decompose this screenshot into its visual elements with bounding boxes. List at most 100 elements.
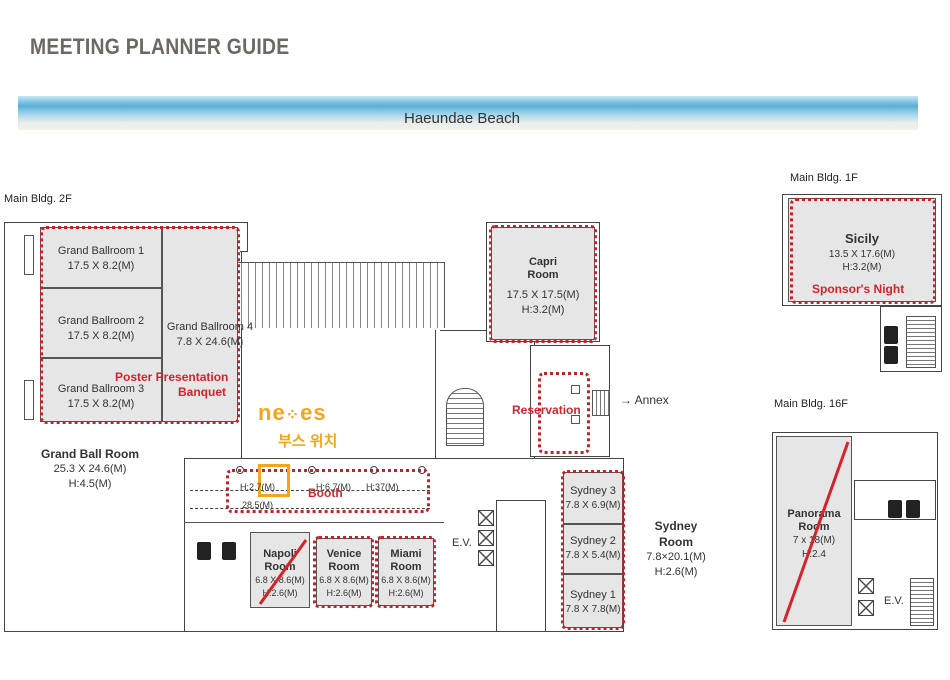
gb3-label: Grand Ballroom 3 17.5 X 8.2(M) bbox=[44, 382, 158, 412]
door-stub bbox=[24, 380, 34, 420]
sydney-1-label: Sydney 1 7.8 X 7.8(M) bbox=[563, 588, 623, 616]
gb1-size: 17.5 X 8.2(M) bbox=[67, 259, 135, 272]
kiosk bbox=[571, 385, 580, 394]
panorama-name-1: Panorama bbox=[787, 508, 841, 520]
sydney-size: 7.8×20.1(M) bbox=[646, 551, 706, 564]
miami-name-2: Room bbox=[390, 561, 422, 574]
height-left: H:2.7(M) bbox=[240, 482, 276, 492]
page-title: MEETING PLANNER GUIDE bbox=[30, 34, 290, 59]
logo-dots-icon: ⁘ bbox=[285, 407, 301, 424]
restroom-icon bbox=[222, 542, 236, 560]
arrow-right-icon: → bbox=[620, 393, 632, 407]
central-stairs bbox=[446, 388, 484, 446]
elevator-label-2f: E.V. bbox=[452, 537, 472, 549]
nepes-booth-marker[interactable] bbox=[258, 464, 290, 497]
sydney-name-2: Room bbox=[659, 535, 693, 550]
logo-part-1: ne bbox=[258, 400, 286, 425]
venice-name-1: Venice bbox=[326, 548, 362, 560]
sydney-highlight bbox=[561, 470, 625, 630]
venice-size: 6.8 X 8.6(M) bbox=[319, 575, 369, 586]
venice-name-2: Room bbox=[328, 561, 360, 574]
sicily-size: 13.5 X 17.6(M) bbox=[828, 248, 896, 260]
nepes-logo: ne⁘es bbox=[258, 400, 327, 426]
kiosk bbox=[571, 415, 580, 424]
elevator bbox=[478, 550, 494, 566]
sydney-2-name: Sydney 2 bbox=[570, 535, 616, 547]
venice-highlight bbox=[313, 536, 374, 608]
capri-name-1: Capri bbox=[528, 256, 558, 268]
beach-banner bbox=[18, 96, 918, 130]
miami-label: Miami Room 6.8 X 8.6(M) H:2.6(M) bbox=[376, 548, 436, 599]
gbr-name: Grand Ball Room bbox=[40, 447, 139, 461]
booth-label: Booth bbox=[308, 486, 343, 500]
beach-label: Haeundae Beach bbox=[404, 110, 520, 127]
panorama-name-2: Room bbox=[798, 521, 830, 534]
grand-ballroom-1[interactable] bbox=[40, 227, 162, 288]
floor-label-2f: Main Bldg. 2F bbox=[4, 193, 72, 205]
service-block bbox=[496, 500, 546, 632]
floor-label-16f: Main Bldg. 16F bbox=[774, 398, 848, 410]
booth-highlight bbox=[226, 469, 430, 513]
wall-segment bbox=[440, 330, 530, 331]
gb2-name: Grand Ballroom 2 bbox=[57, 315, 145, 327]
napoli-height: H:2.6(M) bbox=[262, 587, 298, 598]
gb1-label: Grand Ballroom 1 17.5 X 8.2(M) bbox=[44, 244, 158, 274]
sydney-3-size: 7.8 X 6.9(M) bbox=[565, 499, 621, 511]
banquet-label: Banquet bbox=[178, 385, 226, 399]
stairs bbox=[592, 390, 610, 416]
grand-ballroom-4[interactable] bbox=[162, 227, 238, 422]
gb4-size: 7.8 X 24.6(M) bbox=[176, 335, 244, 348]
reservation-highlight bbox=[538, 372, 590, 454]
sydney-height: H:2.6(M) bbox=[654, 566, 698, 579]
restroom-icon bbox=[197, 542, 211, 560]
restroom-icon bbox=[884, 346, 898, 364]
sicily-label: Sicily 13.5 X 17.6(M) H:3.2(M) bbox=[788, 230, 936, 275]
stairs bbox=[910, 578, 934, 626]
capri-room[interactable] bbox=[491, 227, 595, 340]
sponsors-night-label: Sponsor's Night bbox=[812, 282, 905, 296]
annex-pointer: → Annex bbox=[620, 393, 669, 407]
elevator bbox=[478, 530, 494, 546]
venice-room[interactable] bbox=[316, 538, 372, 606]
sydney-2-label: Sydney 2 7.8 X 5.4(M) bbox=[563, 534, 623, 562]
napoli-size: 6.8 X 8.6(M) bbox=[255, 575, 305, 586]
sydney-2-room[interactable] bbox=[563, 524, 623, 574]
height-mid: H:6.7(M) bbox=[316, 482, 352, 492]
capri-name-2: Room bbox=[527, 269, 559, 282]
elevator bbox=[858, 578, 874, 594]
sydney-3-room[interactable] bbox=[563, 472, 623, 524]
booth-location-kr: 부스 위치 bbox=[278, 433, 338, 450]
grand-ball-room-label: Grand Ball Room 25.3 X 24.6(M) H:4.5(M) bbox=[20, 446, 160, 492]
poster-banquet-highlight bbox=[40, 226, 240, 424]
width-dimension: 28.5(M) bbox=[242, 500, 274, 510]
gbr-height: H:4.5(M) bbox=[68, 478, 112, 491]
grand-ballroom-2[interactable] bbox=[40, 288, 162, 358]
sicily-room[interactable] bbox=[788, 198, 936, 302]
napoli-room[interactable] bbox=[250, 532, 310, 608]
floor-label-1f: Main Bldg. 1F bbox=[790, 172, 858, 184]
sydney-name-1: Sydney bbox=[654, 519, 698, 533]
sicily-height: H:3.2(M) bbox=[842, 262, 882, 274]
panorama-unavailable-strike bbox=[782, 441, 850, 623]
capri-highlight bbox=[489, 225, 597, 343]
miami-size: 6.8 X 8.6(M) bbox=[381, 575, 431, 586]
gb4-label: Grand Ballroom 4 7.8 X 24.6(M) bbox=[160, 320, 260, 350]
miami-height: H:2.6(M) bbox=[388, 587, 424, 598]
napoli-unavailable-strike bbox=[258, 539, 308, 605]
sydney-room-label: Sydney Room 7.8×20.1(M) H:2.6(M) bbox=[636, 518, 716, 580]
sydney-2-size: 7.8 X 5.4(M) bbox=[565, 549, 621, 561]
door-stub bbox=[24, 235, 34, 275]
gb2-size: 17.5 X 8.2(M) bbox=[67, 329, 135, 342]
dimension-line bbox=[190, 508, 430, 509]
logo-part-2: es bbox=[300, 400, 327, 425]
panorama-height: H:2.4 bbox=[802, 548, 826, 560]
wall-segment bbox=[240, 222, 248, 252]
gb2-label: Grand Ballroom 2 17.5 X 8.2(M) bbox=[44, 314, 158, 344]
sydney-3-label: Sydney 3 7.8 X 6.9(M) bbox=[563, 484, 623, 512]
capri-label: Capri Room 17.5 X 17.5(M) H:3.2(M) bbox=[491, 256, 595, 318]
gbr-size: 25.3 X 24.6(M) bbox=[53, 463, 127, 476]
elevator-label-16f: E.V. bbox=[884, 595, 904, 607]
miami-highlight bbox=[375, 536, 436, 608]
restroom-icon bbox=[906, 500, 920, 518]
annex-label: Annex bbox=[634, 393, 669, 407]
